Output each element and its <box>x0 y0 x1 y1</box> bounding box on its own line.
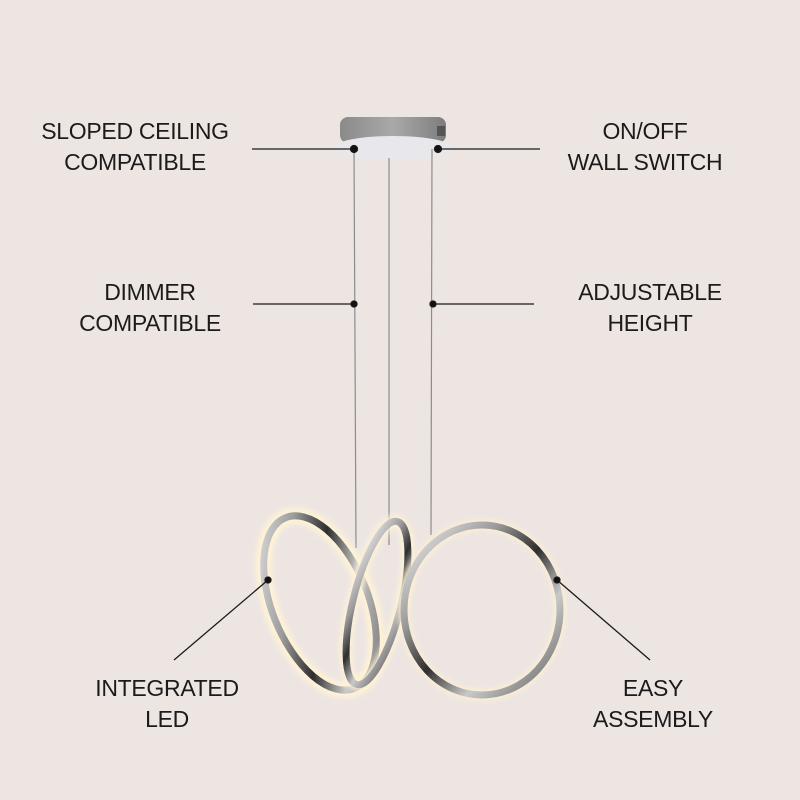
feature-line: COMPATIBLE <box>64 149 206 175</box>
feature-integrated-led: INTEGRATED LED <box>72 673 262 735</box>
feature-easy-assembly: EASY ASSEMBLY <box>568 673 738 735</box>
feature-wall-switch: ON/OFF WALL SWITCH <box>540 116 750 178</box>
feature-line: ADJUSTABLE <box>578 279 722 305</box>
feature-dimmer: DIMMER COMPATIBLE <box>60 277 240 339</box>
callout-lines <box>173 144 651 661</box>
feature-sloped-ceiling: SLOPED CEILING COMPATIBLE <box>20 116 250 178</box>
ceiling-canopy <box>333 117 453 160</box>
feature-line: COMPATIBLE <box>79 310 221 336</box>
feature-line: HEIGHT <box>607 310 693 336</box>
feature-line: ON/OFF <box>602 118 688 144</box>
feature-line: DIMMER <box>104 279 196 305</box>
feature-line: EASY <box>622 675 684 701</box>
feature-adjustable-height: ADJUSTABLE HEIGHT <box>555 277 745 339</box>
feature-line: ASSEMBLY <box>593 706 713 732</box>
feature-line: SLOPED CEILING <box>41 118 229 144</box>
feature-line: INTEGRATED <box>95 675 239 701</box>
feature-line: LED <box>145 706 189 732</box>
feature-line: WALL SWITCH <box>567 149 723 175</box>
suspension-cables <box>353 147 433 549</box>
light-rings <box>255 507 565 700</box>
